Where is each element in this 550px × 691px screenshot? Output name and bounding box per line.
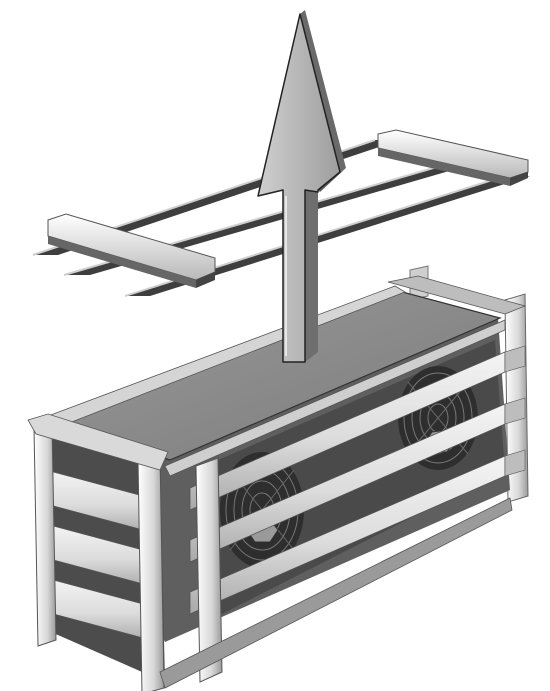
crate-end-face (28, 414, 168, 691)
arrow-face (258, 14, 340, 362)
crate-post-front-right (138, 454, 164, 691)
crate-post-front-left (34, 424, 56, 646)
crate-body (28, 266, 528, 691)
